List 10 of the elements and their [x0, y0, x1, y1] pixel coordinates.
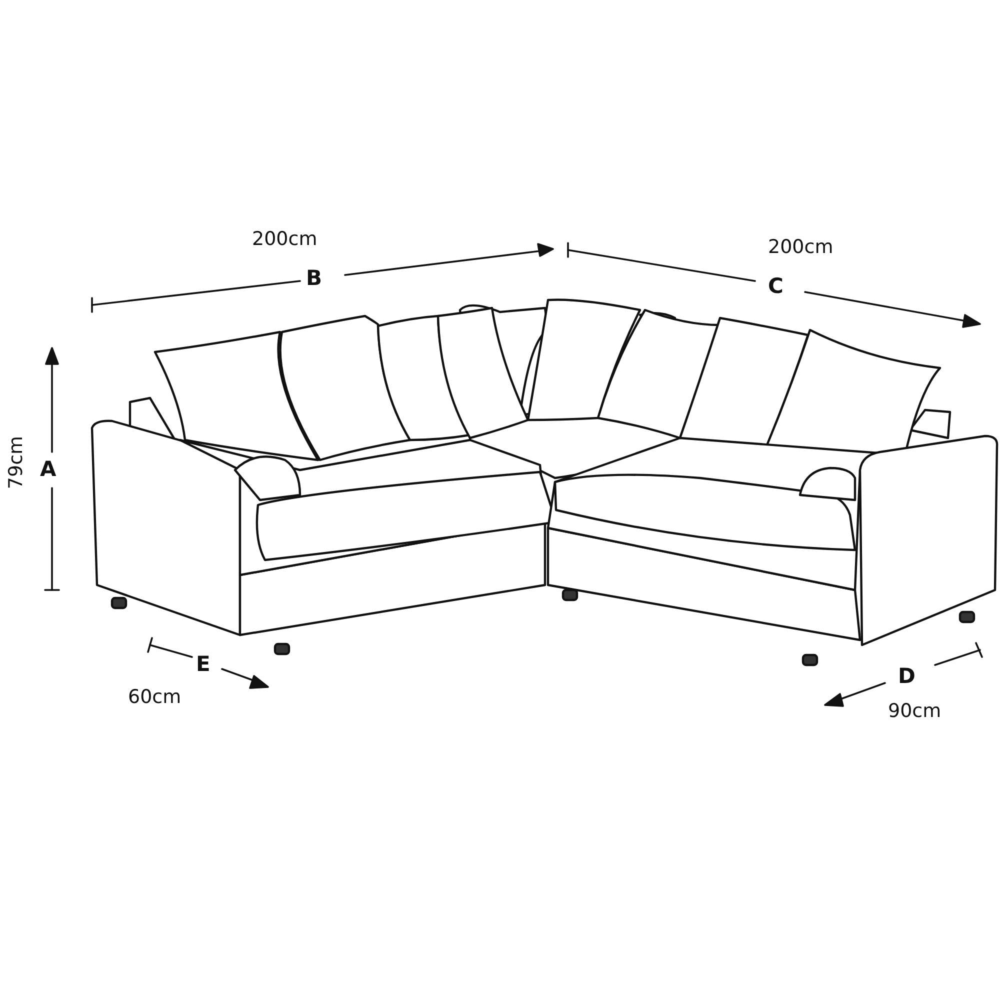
dimension-letter: C: [768, 276, 784, 297]
dimension-letter: A: [40, 459, 56, 480]
dimension-label: 200cm: [252, 230, 318, 249]
dimension-letter: E: [196, 654, 210, 675]
dimension-label: 60cm: [128, 688, 182, 707]
dimension-label: 200cm: [768, 238, 834, 257]
dimension-letter: B: [306, 268, 322, 289]
dimension-letter: D: [898, 666, 916, 687]
dimension-label: 90cm: [888, 702, 942, 721]
dimension-label: 79cm: [7, 436, 26, 490]
